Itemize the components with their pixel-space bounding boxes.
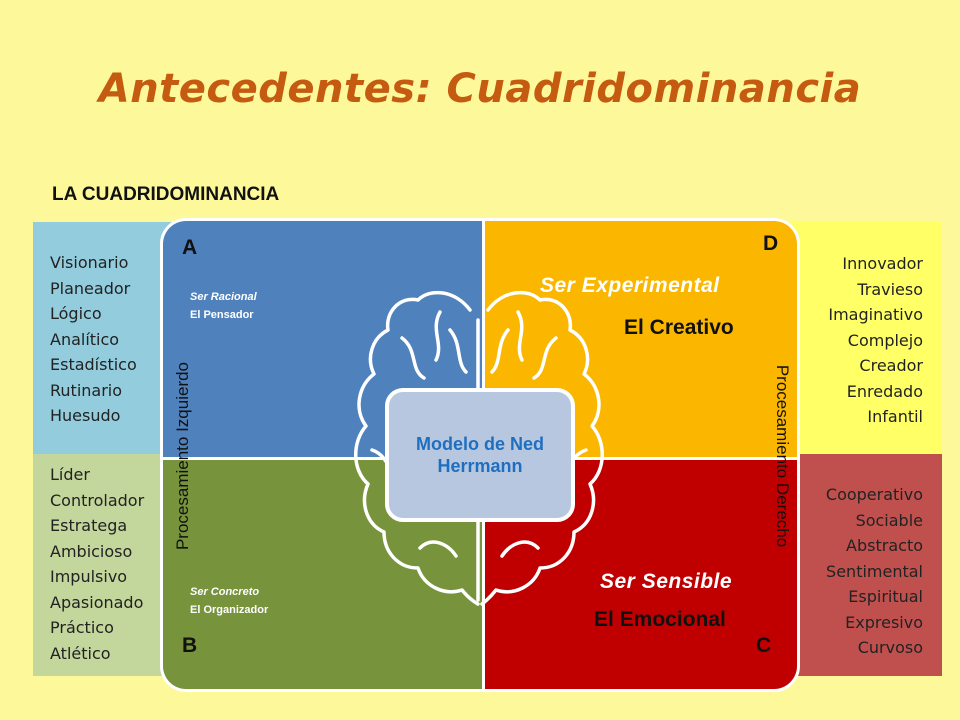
trait-item: Imaginativo: [828, 305, 923, 324]
trait-item: Sociable: [855, 510, 923, 530]
panel-bottom-left-traits: Líder Controlador Estratega Ambicioso Im…: [33, 454, 183, 676]
axis-right-label: Procesamiento Derecho: [773, 364, 792, 548]
trait-item: Impulsivo: [50, 567, 128, 586]
quadrant-c-line2: El Emocional: [594, 608, 726, 631]
trait-item: Apasionado: [50, 592, 144, 612]
trait-item: Lógico: [50, 304, 102, 323]
trait-item: Infantil: [867, 407, 923, 426]
panel-bottom-right-traits: Cooperativo Sociable Abstracto Sentiment…: [780, 454, 942, 676]
trait-item: Ambicioso: [50, 541, 133, 561]
trait-item: Expresivo: [845, 612, 923, 632]
trait-item: Controlador: [50, 490, 145, 510]
quadrant-b-line2: El Organizador: [190, 604, 269, 616]
quadrant-b-line1: Ser Concreto: [190, 586, 260, 598]
center-line2: Herrmann: [437, 456, 523, 476]
center-model-box: Modelo de Ned Herrmann: [385, 388, 575, 522]
trait-item: Cooperativo: [825, 485, 923, 504]
quadrant-b-letter: B: [182, 634, 198, 657]
quadrant-c-line1: Ser Sensible: [600, 570, 733, 593]
trait-item: Huesudo: [50, 406, 121, 425]
trait-item: Visionario: [50, 253, 129, 272]
panel-top-right-traits: Innovador Travieso Imaginativo Complejo …: [780, 222, 942, 454]
trait-item: Rutinario: [50, 380, 123, 400]
page-title: Antecedentes: Cuadridominancia: [98, 66, 862, 112]
trait-item: Estratega: [50, 516, 128, 535]
trait-item: Analítico: [50, 329, 120, 349]
quadrant-a-line2: El Pensador: [190, 309, 254, 321]
trait-item: Planeador: [50, 278, 131, 298]
trait-item: Líder: [50, 465, 90, 484]
trait-item: Estadístico: [50, 355, 137, 374]
diagram-subtitle: LA CUADRIDOMINANCIA: [52, 184, 280, 205]
trait-item: Abstracto: [846, 536, 923, 555]
center-line1: Modelo de Ned: [415, 434, 544, 454]
trait-item: Atlético: [50, 643, 111, 663]
quadrant-a-line1: Ser Racional: [190, 291, 257, 303]
quadrant-d-line2: El Creativo: [624, 316, 734, 339]
trait-item: Curvoso: [857, 638, 923, 657]
quadrant-grid: [160, 218, 800, 692]
panel-top-left-traits: Visionario Planeador Lógico Analítico Es…: [33, 222, 183, 454]
trait-item: Enredado: [846, 381, 923, 401]
trait-item: Creador: [859, 356, 923, 375]
quadrant-a-letter: A: [182, 236, 198, 259]
quadrant-d-letter: D: [763, 232, 779, 255]
trait-item: Innovador: [842, 254, 923, 273]
trait-item: Práctico: [50, 618, 114, 637]
axis-left-label: Procesamiento Izquierdo: [173, 361, 192, 551]
trait-item: Complejo: [847, 330, 923, 350]
trait-item: Espiritual: [848, 587, 923, 606]
quadrant-c-letter: C: [756, 634, 772, 657]
trait-item: Travieso: [857, 279, 923, 299]
quadrant-d-line1: Ser Experimental: [540, 274, 720, 297]
trait-item: Sentimental: [826, 561, 923, 581]
